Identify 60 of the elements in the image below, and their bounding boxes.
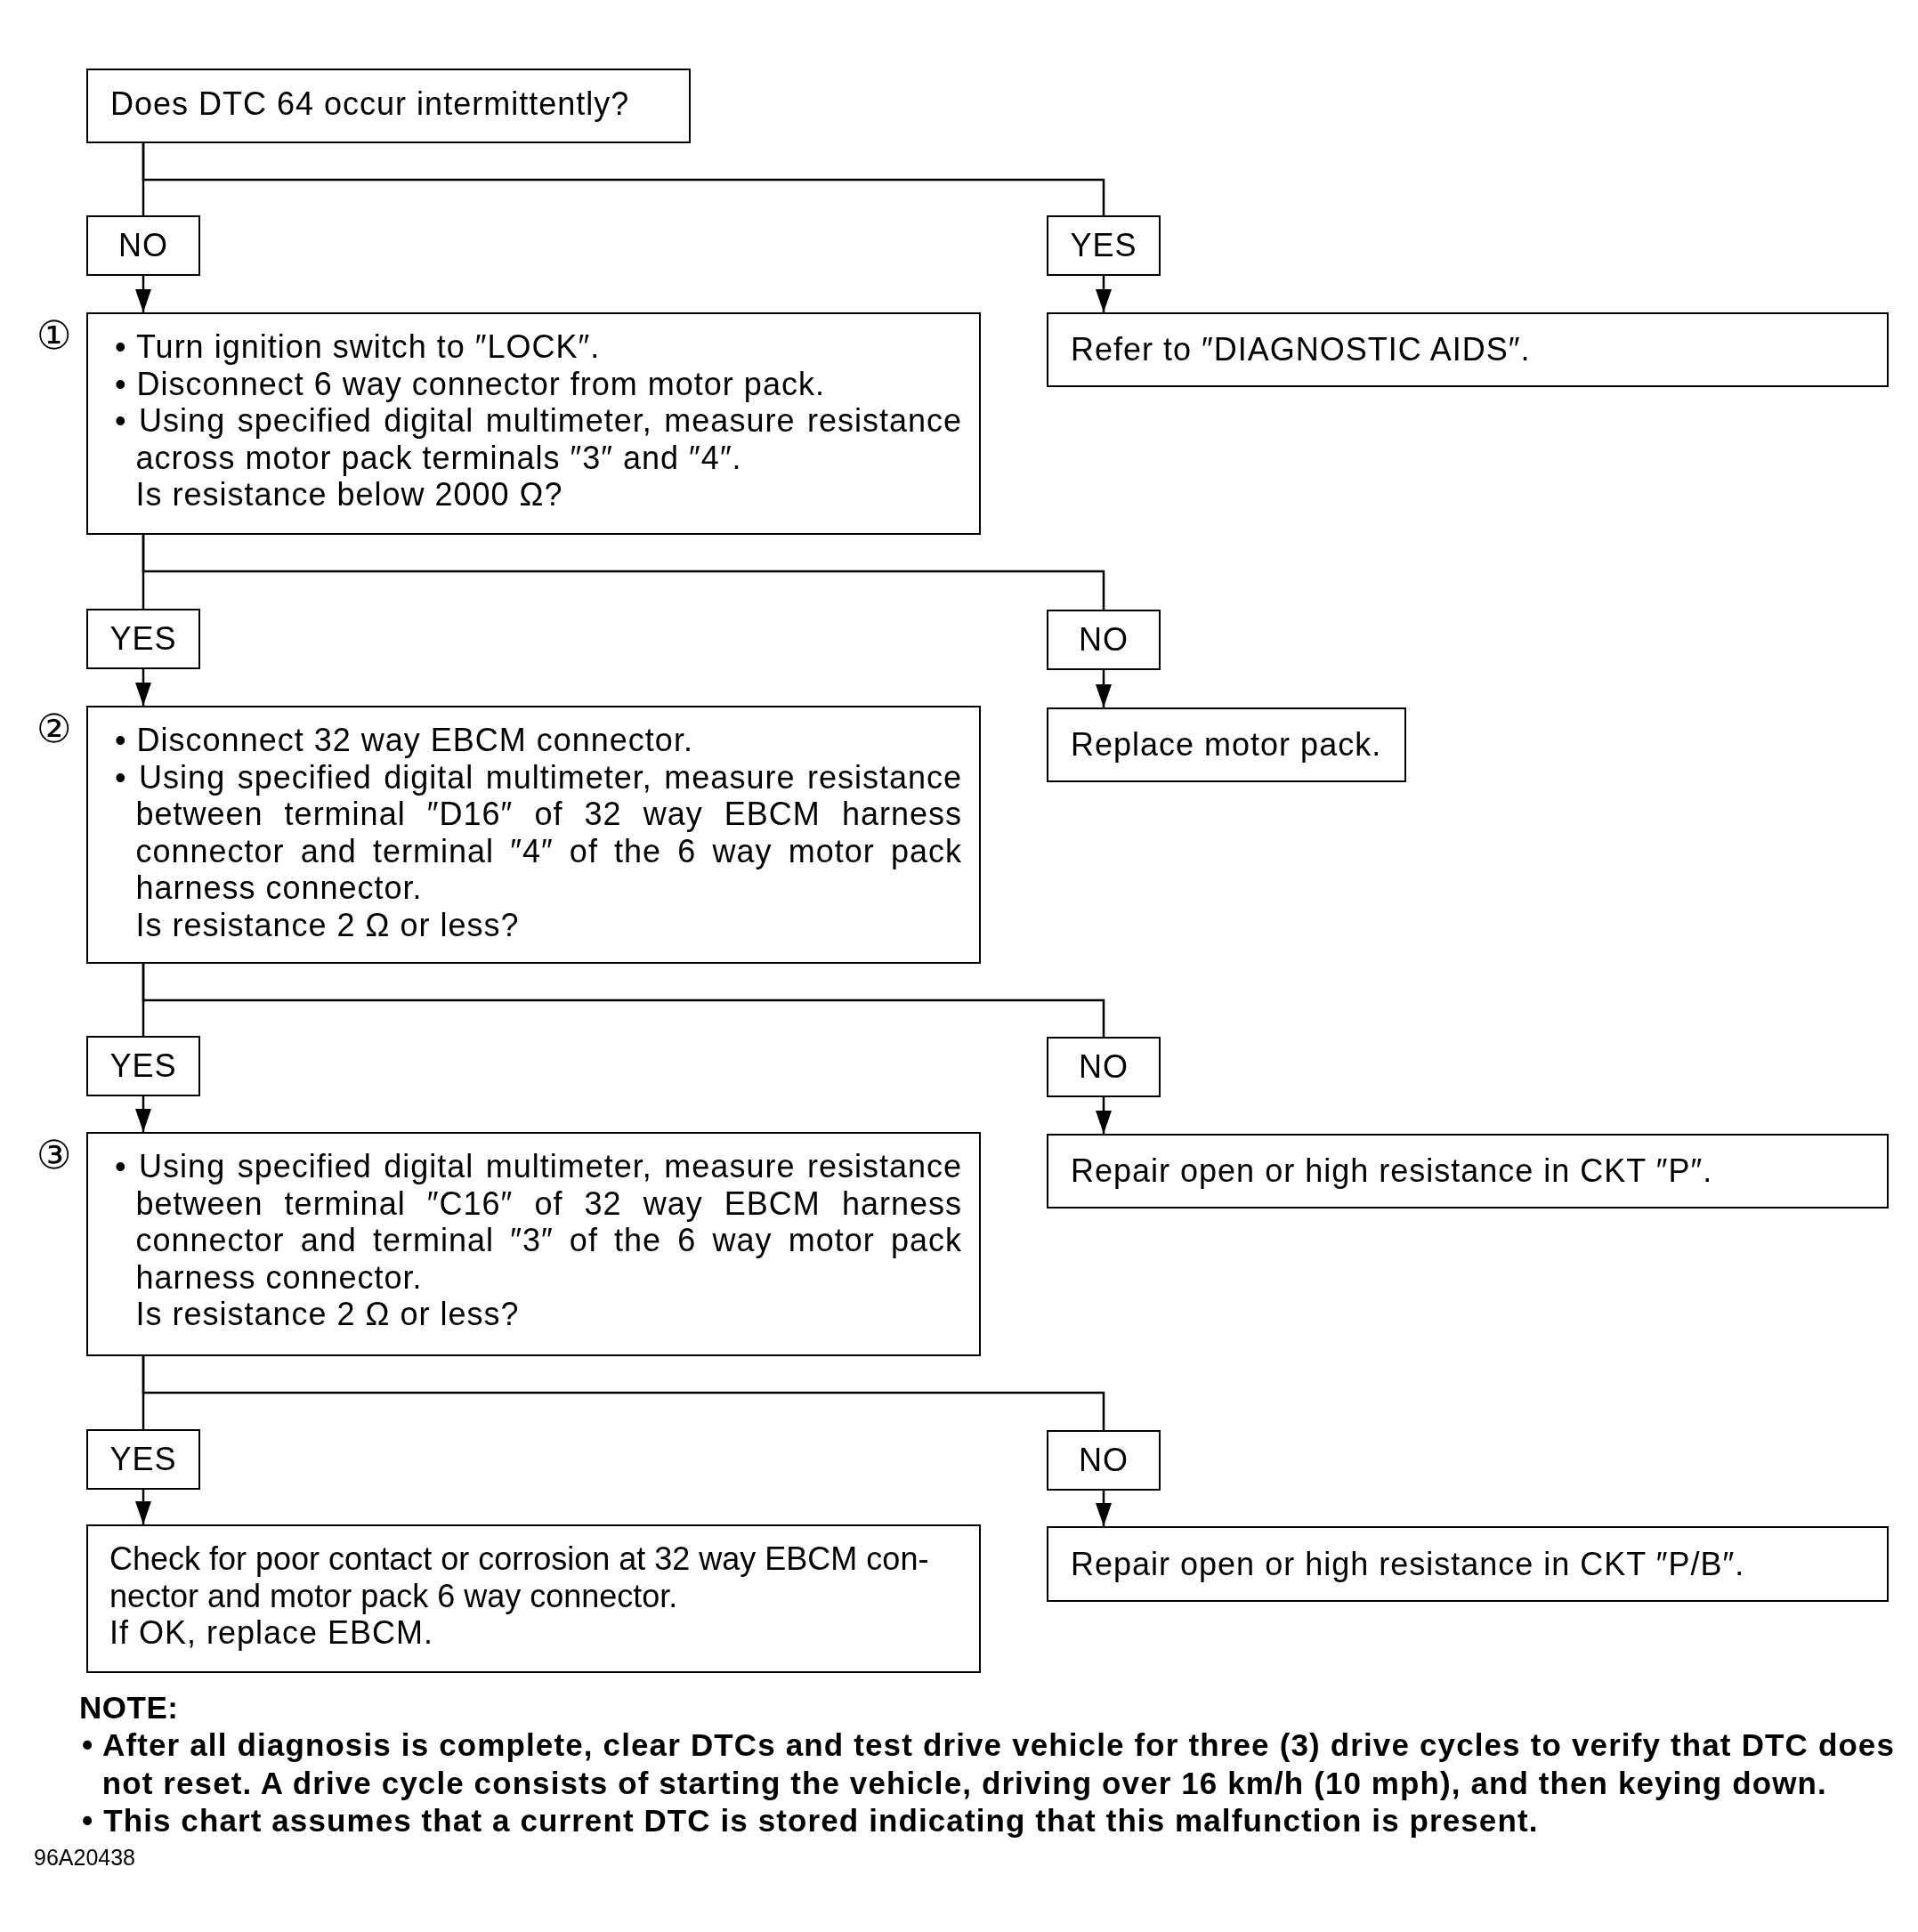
- branch-text: YES: [109, 1047, 177, 1085]
- connector-line: [142, 143, 1105, 215]
- connector-arrow: [1096, 1491, 1112, 1526]
- connector-line: [142, 535, 1105, 610]
- connector-arrow: [1096, 670, 1112, 707]
- branch-text: NO: [1079, 1442, 1129, 1479]
- action-box: [1047, 707, 1406, 782]
- action-text: Repair open or high resistance in CKT ″P″.: [1071, 1152, 1713, 1190]
- decision-box: [86, 69, 691, 143]
- branch-label: [1047, 1037, 1161, 1097]
- connector-arrow: [135, 1490, 151, 1524]
- branch-label: [86, 1429, 200, 1490]
- note-item: • After all diagnosis is complete, clear DTCs and test drive vehicle for three (3) drive cycles to verify that DTC does not reset. A drive cycle consists of starting the vehicle, driving over 16 km/h (10 mph), and then keying down.: [82, 1726, 1895, 1802]
- step-number: ①: [36, 314, 72, 357]
- action-text: Check for poor contact or corrosion at 32 way EBCM con- nector and motor pack 6 way connector.: [109, 1540, 930, 1614]
- action-box: [1047, 1526, 1889, 1602]
- bullet-item: • Using specified digital multimeter, measure resistance between terminal ″C16″ of 32 way EBCM harness connector and terminal ″3″ of the 6 way motor pack harness connector.: [115, 1148, 962, 1296]
- bullet-item: • Using specified digital multimeter, measure resistance between terminal ″D16″ of 32 way EBCM harness connector and terminal ″4″ of the 6 way motor pack harness connector.: [115, 758, 962, 907]
- action-text: Replace motor pack.: [1071, 726, 1382, 764]
- branch-text: NO: [1079, 621, 1129, 659]
- question-text: Is resistance 2 Ω or less?: [134, 906, 521, 943]
- branch-label: [86, 609, 200, 669]
- step-box: [86, 312, 981, 535]
- connector-arrow: [135, 276, 151, 312]
- note-item: • This chart assumes that a current DTC is stored indicating that this malfunction is present.: [82, 1802, 1540, 1839]
- connector-line: [142, 1356, 1105, 1430]
- branch-text: YES: [109, 1441, 177, 1478]
- figure-id: 96A20438: [34, 1845, 135, 1870]
- action-text: Refer to ″DIAGNOSTIC AIDS″.: [1071, 331, 1531, 368]
- bullet-item: • Using specified digital multimeter, measure resistance across motor pack terminals ″3″ and ″4″.: [115, 402, 962, 476]
- branch-text: YES: [109, 620, 177, 658]
- branch-label: [1047, 610, 1161, 670]
- connector-arrow: [135, 1096, 151, 1132]
- question-text: Is resistance below 2000 Ω?: [134, 476, 564, 513]
- step-number: ②: [36, 707, 72, 750]
- step-number: ③: [36, 1134, 72, 1176]
- action-box: [1047, 312, 1889, 387]
- action-text: If OK, replace EBCM.: [109, 1614, 435, 1652]
- bullet-item: • Disconnect 6 way connector from motor pack.: [115, 365, 826, 402]
- connector-arrow: [1096, 1097, 1112, 1134]
- step-box: [86, 1132, 981, 1356]
- action-text: Repair open or high resistance in CKT ″P/B″.: [1071, 1545, 1745, 1583]
- question-text: Does DTC 64 occur intermittently?: [110, 85, 630, 123]
- connector-arrow: [1096, 276, 1112, 312]
- branch-label: [86, 1036, 200, 1096]
- branch-label: [1047, 1430, 1161, 1491]
- branch-text: YES: [1070, 227, 1137, 264]
- question-text: Is resistance 2 Ω or less?: [134, 1296, 521, 1333]
- step-box: [86, 706, 981, 964]
- branch-label: [1047, 215, 1161, 276]
- branch-text: NO: [118, 227, 168, 264]
- branch-label: [86, 215, 200, 276]
- action-box: [1047, 1134, 1889, 1209]
- note-heading: NOTE:: [79, 1689, 180, 1726]
- connector-arrow: [135, 669, 151, 706]
- connector-line: [142, 964, 1105, 1037]
- branch-text: NO: [1079, 1048, 1129, 1086]
- action-box: [86, 1524, 981, 1673]
- bullet-item: • Disconnect 32 way EBCM connector.: [115, 722, 694, 759]
- bullet-item: • Turn ignition switch to ″LOCK″.: [115, 328, 602, 366]
